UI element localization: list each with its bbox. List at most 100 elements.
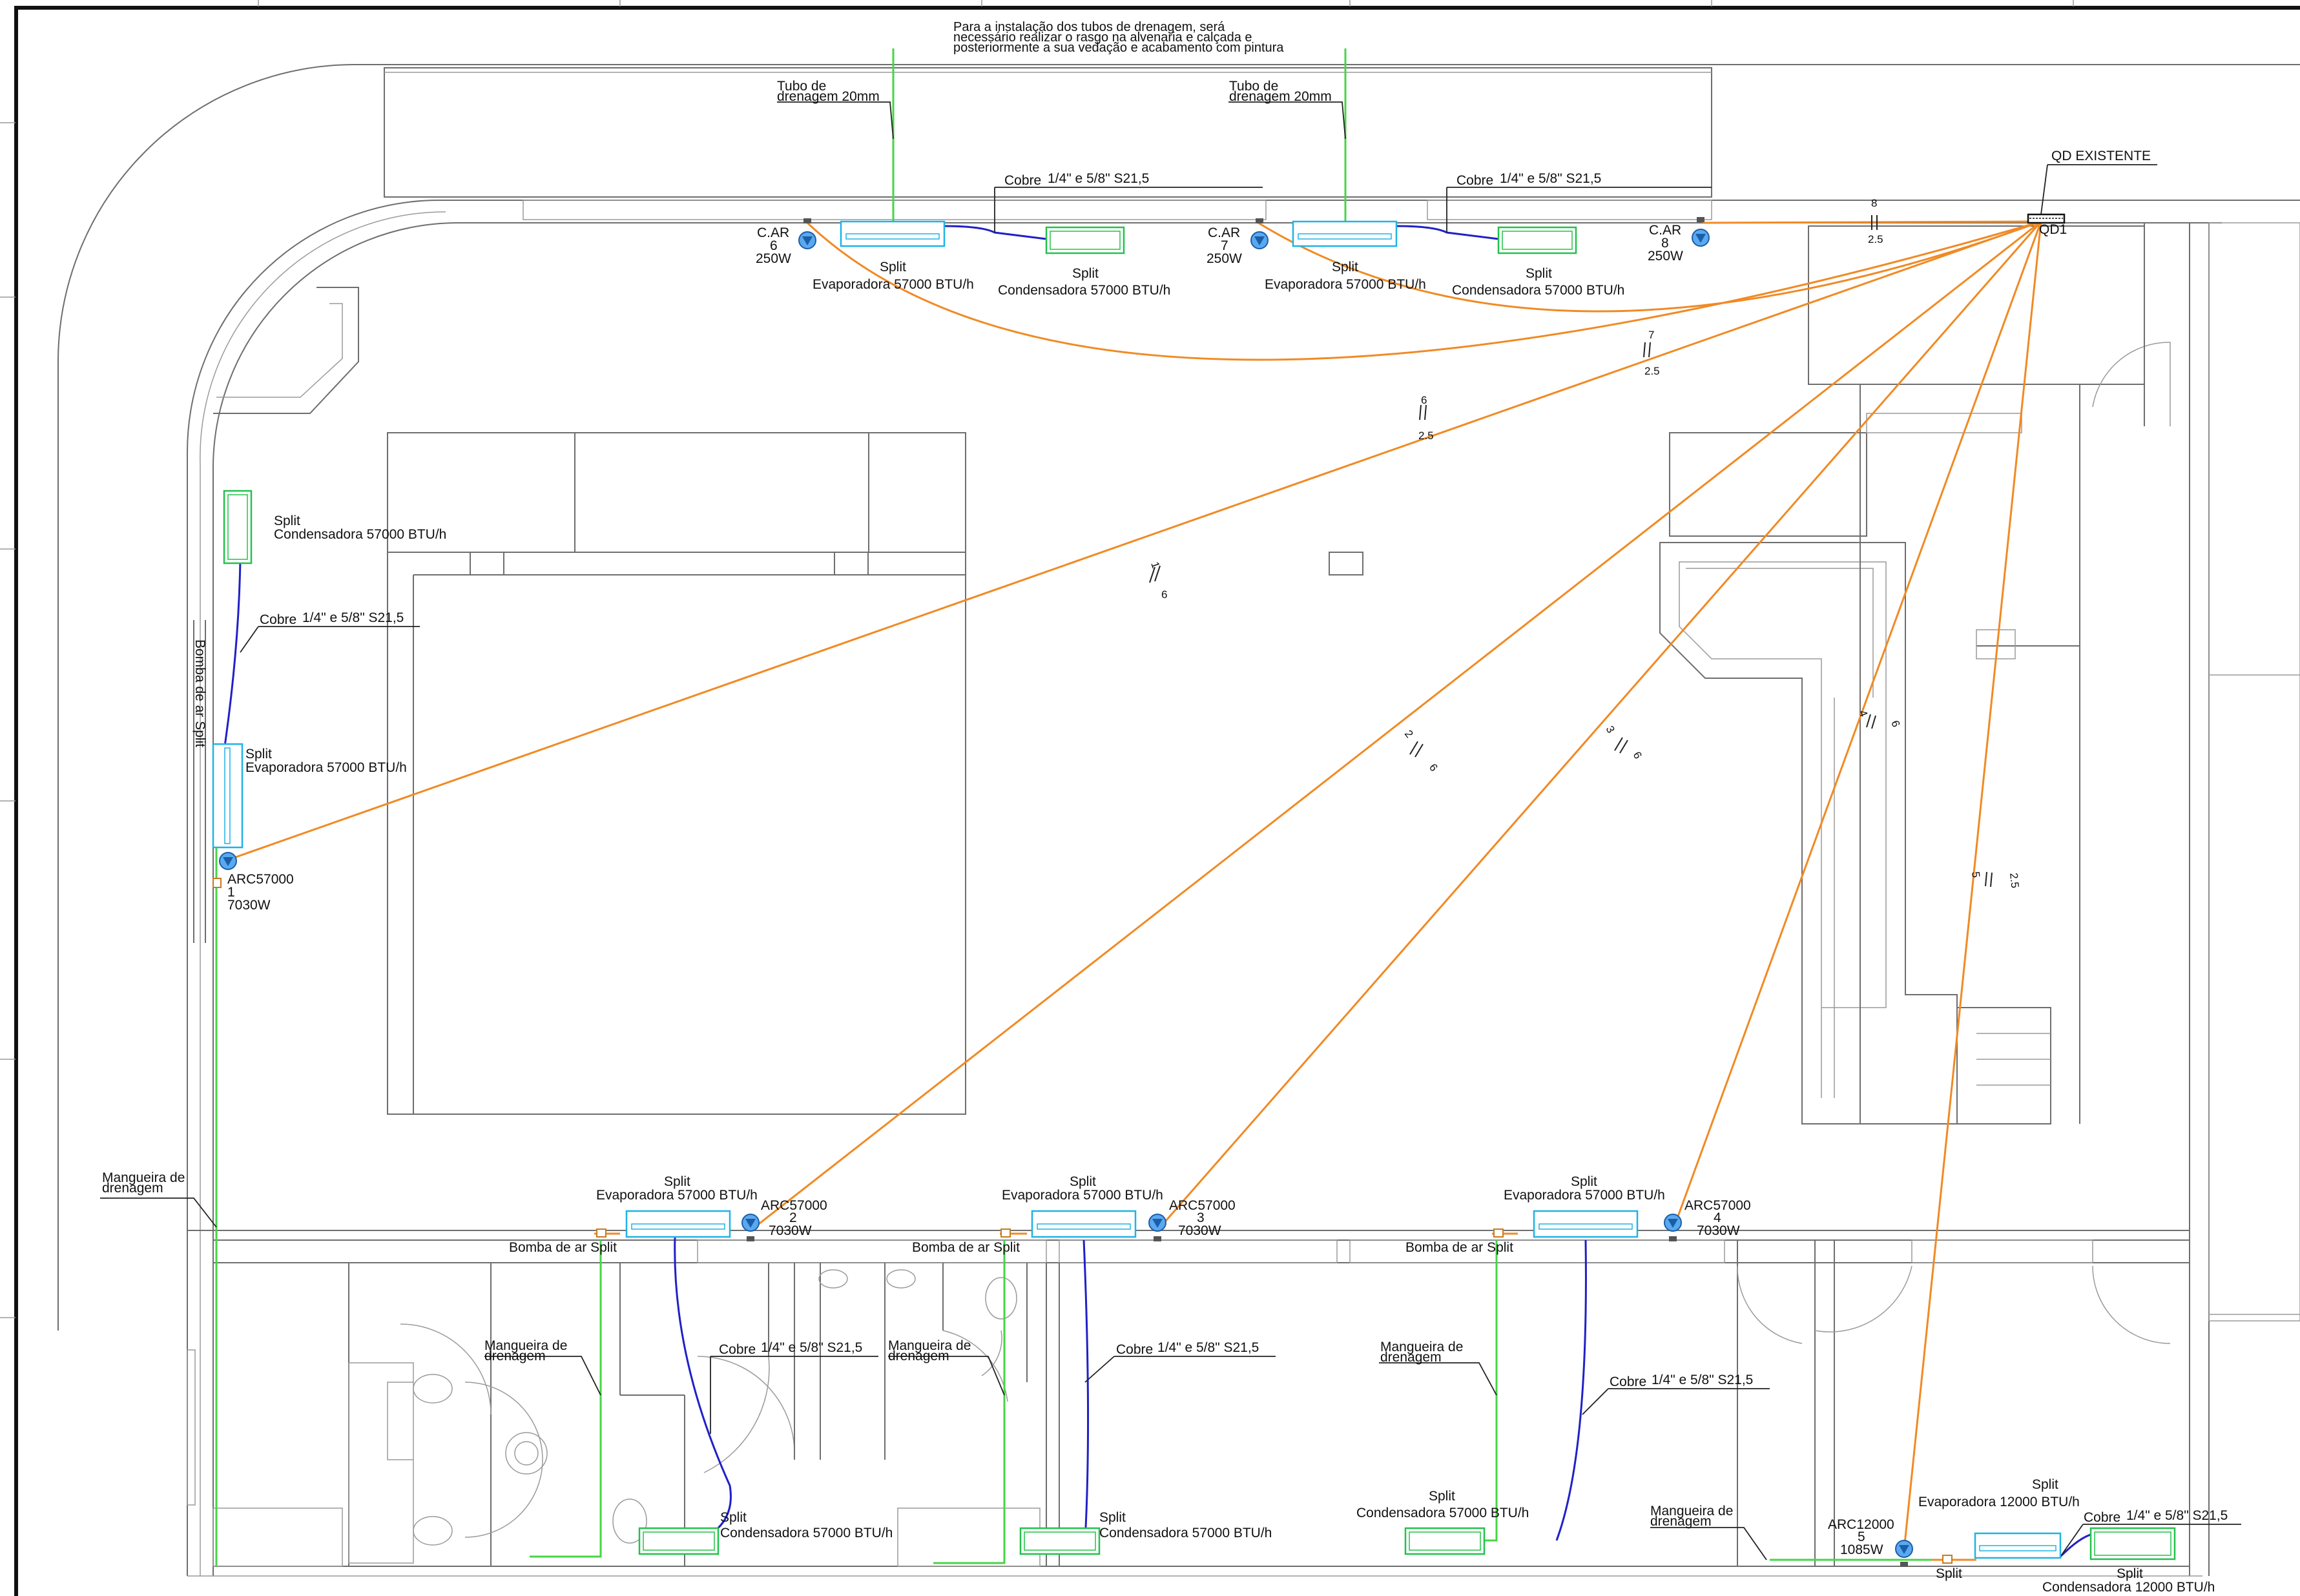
circuit-number: 8 [1871, 197, 1877, 209]
circuit-number: 7 [1648, 329, 1654, 341]
outlet-number: 3 [1197, 1210, 1205, 1225]
hose-label-b: drenagem [102, 1181, 163, 1196]
note-line-1: Para a instalação dos tubos de drenagem,… [953, 20, 1225, 34]
note-line-3: posteriormente a sua vedação e acabament… [953, 41, 1284, 55]
outlet-power: 250W [756, 251, 791, 266]
condenser-bottom-12k[interactable]: Split Condensadora 12000 BTU/h [2042, 1527, 2215, 1595]
outlet-power: 7030W [1697, 1223, 1740, 1238]
evaporator-bottom-12k[interactable]: Split Evaporadora 12000 BTU/h Split [1918, 1477, 2080, 1581]
outlet-name: C.AR [1649, 223, 1681, 238]
outlet-power: 250W [1207, 251, 1242, 266]
evaporator-label-a: Split [2032, 1477, 2058, 1492]
outlet-number: 6 [770, 238, 778, 253]
walls [57, 64, 2300, 1577]
pump-labels: Bomba de ar Split Bomba de ar Split Bomb… [192, 639, 1953, 1564]
condenser-top-1[interactable]: Split Condensadora 57000 BTU/h [998, 226, 1170, 298]
copper-labels: Cobre 1/4" e 5/8" S21,5 Cobre 1/4" e 5/8… [260, 171, 2228, 1525]
outlet-arc-2[interactable]: ARC57000 2 7030W [741, 1198, 827, 1241]
circuit-line-5 [1903, 221, 2042, 1551]
leader-lines [100, 101, 2241, 1560]
evaporator-label-a: Split [1571, 1174, 1597, 1189]
condenser-bottom-2[interactable]: Split Condensadora 57000 BTU/h [638, 1510, 893, 1555]
outlet-name: ARC12000 [1828, 1517, 1894, 1532]
outlet-power: 1085W [1840, 1542, 1883, 1557]
evaporator-bottom-2[interactable]: Split Evaporadora 57000 BTU/h [596, 1174, 758, 1238]
condenser-label-a: Split [1072, 266, 1099, 281]
electrical-circuits [224, 220, 2042, 1561]
hose-label-a: Mangueira de [1650, 1504, 1733, 1518]
copper-label-spec: 1/4" e 5/8" S21,5 [1652, 1373, 1753, 1387]
circuit-line-1 [224, 220, 2042, 862]
circuit-line-3 [1156, 221, 2042, 1231]
outlet-arc-3[interactable]: ARC57000 3 7030W [1148, 1198, 1236, 1241]
circuit-line-7 [1258, 220, 2042, 313]
copper-label-prefix: Cobre [260, 612, 296, 627]
drain-tube-labels: Tubo de drenagem 20mm Tubo de drenagem 2… [777, 79, 1332, 104]
evaporator-label-a: Split [664, 1174, 690, 1189]
circuit-number: 2 [1402, 728, 1416, 740]
drain-tube-label-1-b: drenagem 20mm [777, 89, 880, 104]
condenser-label-b: Condensadora 12000 BTU/h [2042, 1580, 2215, 1595]
pump-label: Bomba de ar Split [912, 1240, 1020, 1255]
circuit-section: 2.5 [1868, 233, 1883, 245]
drain-tube-label-2-b: drenagem 20mm [1229, 89, 1332, 104]
outlet-arc-1[interactable]: ARC57000 1 7030W [219, 852, 294, 913]
condenser-label-b: Condensadora 57000 BTU/h [1452, 283, 1624, 298]
copper-label-prefix: Cobre [2084, 1510, 2120, 1525]
copper-lines [223, 225, 2093, 1558]
outlet-car-7[interactable]: C.AR 7 250W [1207, 218, 1269, 266]
outlet-car-6[interactable]: C.AR 6 250W [756, 218, 816, 266]
evaporator-top-2[interactable]: Split Evaporadora 57000 BTU/h [1265, 220, 1426, 292]
hose-label-b: drenagem [1650, 1514, 1712, 1529]
evaporator-left[interactable]: Split Evaporadora 57000 BTU/h [212, 743, 407, 849]
evaporator-label-a: Split [245, 747, 272, 762]
split-label: Split [1936, 1566, 1962, 1581]
outlet-car-8[interactable]: C.AR 8 250W [1648, 217, 1710, 264]
evaporator-bottom-3[interactable]: Split Evaporadora 57000 BTU/h [1002, 1174, 1163, 1238]
circuit-line-2 [750, 220, 2042, 1232]
evaporator-label-b: Evaporadora 57000 BTU/h [813, 277, 974, 292]
circuit-line-4 [1672, 221, 2042, 1231]
circuit-section: 6 [1427, 762, 1440, 774]
note-line-2: necessário realizar o rasgo na alvenaria… [953, 30, 1252, 45]
panel-tag: QD EXISTENTE [2051, 149, 2151, 163]
copper-label-spec: 1/4" e 5/8" S21,5 [1048, 171, 1149, 186]
condenser-bottom-4[interactable]: Split Condensadora 57000 BTU/h [1356, 1489, 1529, 1555]
copper-label-prefix: Cobre [1610, 1374, 1646, 1389]
outlet-number: 7 [1221, 238, 1228, 253]
copper-label-prefix: Cobre [1004, 173, 1041, 188]
condenser-left[interactable]: Split Condensadora 57000 BTU/h [223, 490, 446, 565]
outlet-power: 7030W [1178, 1223, 1221, 1238]
condenser-label-a: Split [274, 513, 300, 528]
copper-label-prefix: Cobre [719, 1342, 756, 1357]
circuit-number: 1 [1148, 560, 1162, 570]
condenser-label-b: Condensadora 57000 BTU/h [998, 283, 1170, 298]
condenser-label-a: Split [1526, 266, 1552, 281]
distribution-panel[interactable]: QD1 QD EXISTENTE [2027, 149, 2151, 237]
condenser-bottom-3[interactable]: Split Condensadora 57000 BTU/h [1019, 1510, 1272, 1555]
outlet-arc-5[interactable]: ARC12000 5 1085W [1828, 1517, 1913, 1567]
hose-label-a: Mangueira de [102, 1170, 185, 1185]
condenser-label-a: Split [720, 1510, 747, 1525]
outlet-number: 4 [1714, 1210, 1721, 1225]
outlet-name: C.AR [1208, 225, 1240, 240]
condenser-label-b: Condensadora 57000 BTU/h [720, 1526, 893, 1540]
condenser-top-2[interactable]: Split Condensadora 57000 BTU/h [1452, 226, 1624, 298]
evaporator-label-b: Evaporadora 57000 BTU/h [1504, 1188, 1665, 1203]
circuit-number: 5 [1969, 871, 1982, 878]
hose-labels: Mangueira de drenagem Mangueira de drena… [102, 1170, 1733, 1529]
condenser-label-b: Condensadora 57000 BTU/h [1356, 1506, 1529, 1520]
copper-label-spec: 1/4" e 5/8" S21,5 [2126, 1508, 2228, 1523]
drain-tube-label-2-a: Tubo de [1229, 79, 1278, 94]
copper-label-spec: 1/4" e 5/8" S21,5 [1157, 1340, 1259, 1355]
outlet-arc-4[interactable]: ARC57000 4 7030W [1664, 1198, 1751, 1241]
copper-label-prefix: Cobre [1456, 173, 1493, 188]
hose-label-b: drenagem [1380, 1350, 1442, 1365]
circuit-section: 6 [1631, 750, 1644, 762]
circuit-number: 3 [1604, 724, 1617, 736]
evaporator-bottom-4[interactable]: Split Evaporadora 57000 BTU/h [1504, 1174, 1665, 1238]
outlet-name: ARC57000 [761, 1198, 827, 1213]
evaporator-top-1[interactable]: Split Evaporadora 57000 BTU/h [813, 220, 974, 292]
